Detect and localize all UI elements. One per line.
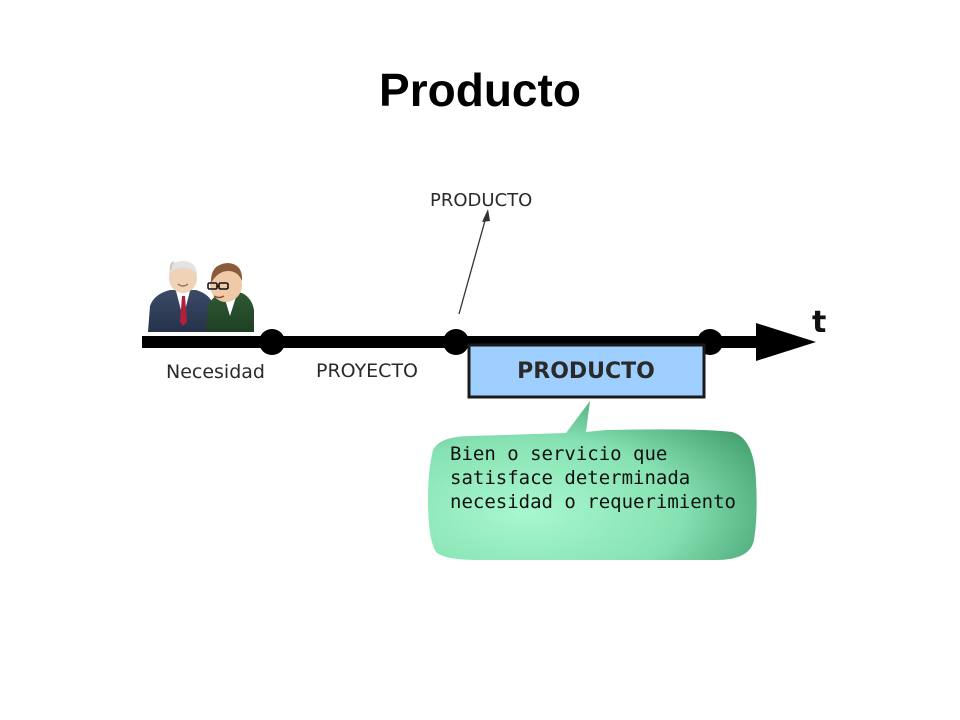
- product-box: [467, 343, 706, 399]
- callout-arrow-head: [482, 209, 490, 222]
- milestone-dot-1: [259, 329, 285, 355]
- product-box-label: PRODUCTO: [517, 359, 655, 384]
- bubble-line-1: Bien o servicio que: [450, 443, 667, 465]
- stage-label-need: Necesidad: [166, 361, 265, 383]
- callout-label-product: PRODUCTO: [430, 190, 532, 211]
- definition-bubble: Bien o servicio que satisface determinad…: [428, 401, 757, 560]
- callout-arrow-line: [458, 216, 487, 315]
- milestone-dot-2: [443, 329, 469, 355]
- people-illustration: [148, 261, 254, 332]
- bubble-line-2: satisface determinada: [450, 467, 690, 489]
- timeline-arrowhead: [756, 323, 816, 361]
- stage-label-project: PROYECTO: [316, 360, 418, 382]
- bubble-line-3: necesidad o requerimiento: [450, 491, 736, 513]
- slide-title: Producto: [379, 64, 581, 116]
- axis-label-t: t: [812, 305, 826, 340]
